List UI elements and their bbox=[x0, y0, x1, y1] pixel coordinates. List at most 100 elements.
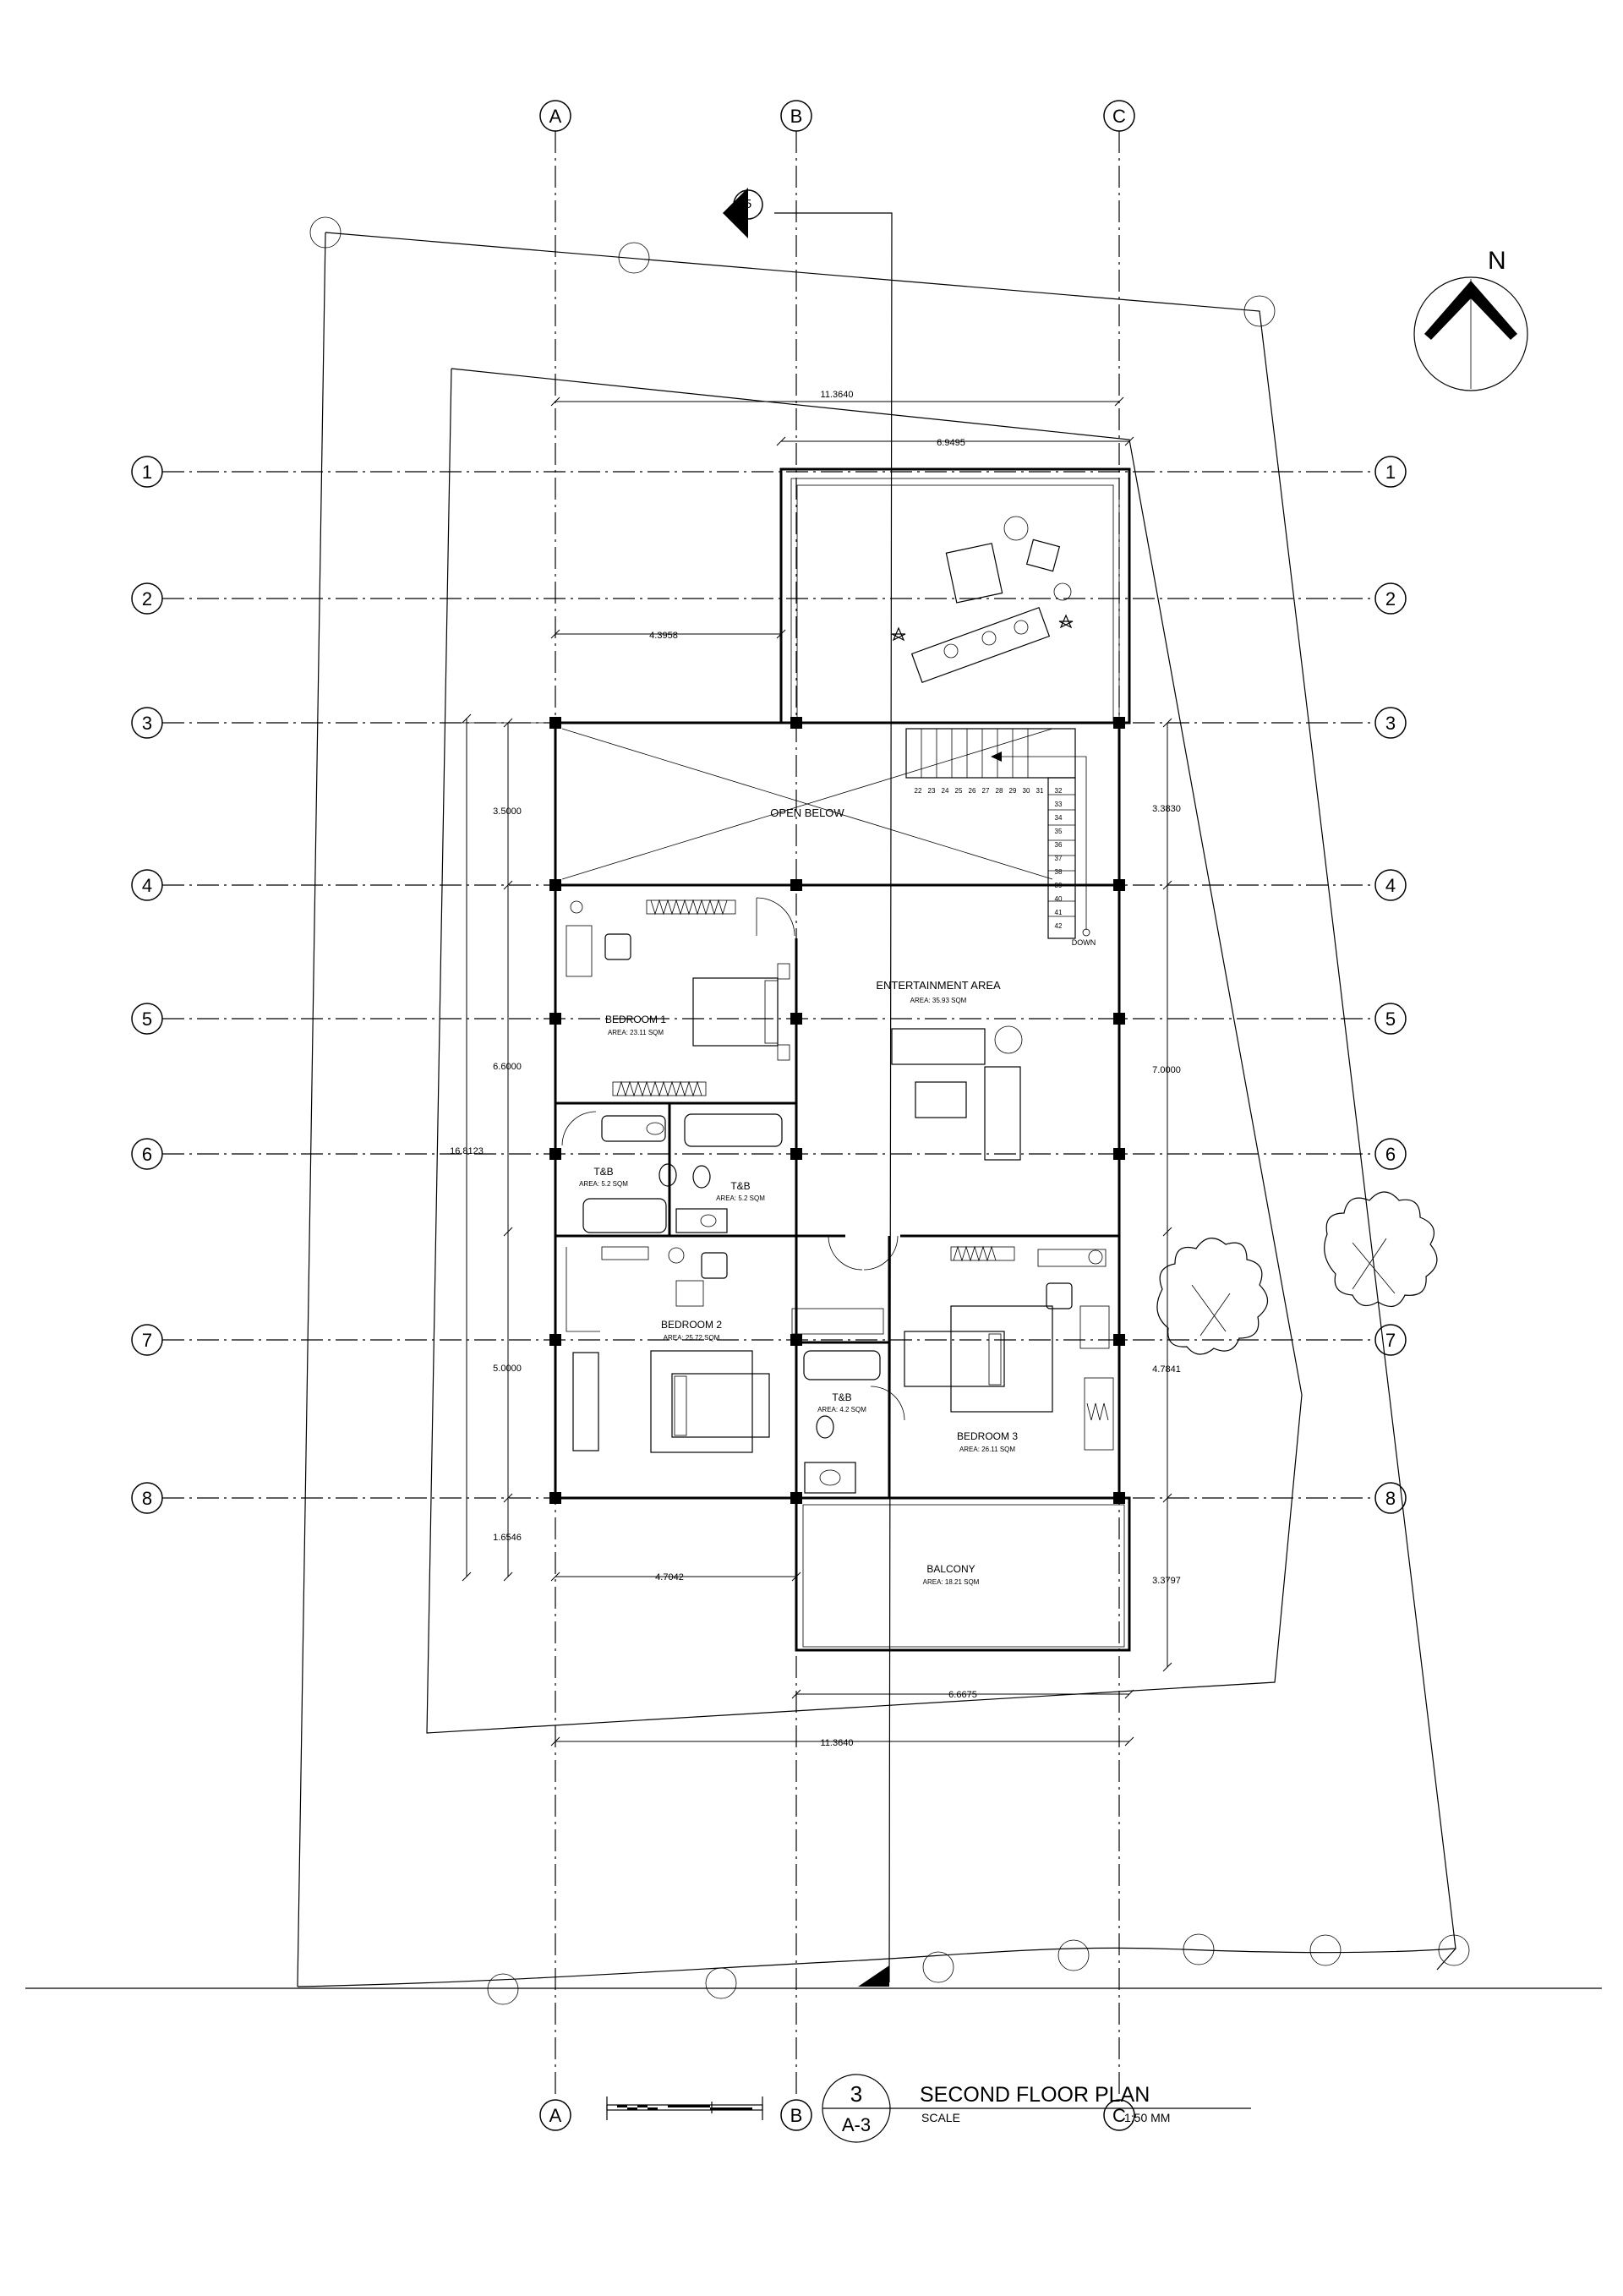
grid-bubble-b-bottom: B bbox=[780, 2099, 812, 2131]
scale-value: 1:50 MM bbox=[1124, 2111, 1170, 2124]
grid-bubble-c-top: C bbox=[1103, 100, 1135, 132]
grid-bubble-1-right: 1 bbox=[1374, 456, 1407, 488]
grid-bubble-7-left: 7 bbox=[131, 1324, 163, 1356]
bedroom1-size: AREA: 23.11 SQM bbox=[608, 1029, 664, 1036]
svg-text:11.3640: 11.3640 bbox=[821, 390, 854, 400]
grid-bubble-4-left: 4 bbox=[131, 869, 163, 901]
svg-text:41: 41 bbox=[1055, 909, 1063, 916]
bedroom2-size: AREA: 25.72 SQM bbox=[664, 1334, 720, 1342]
svg-text:36: 36 bbox=[1055, 841, 1063, 849]
grid-bubble-4-right: 4 bbox=[1374, 869, 1407, 901]
svg-text:C: C bbox=[1112, 106, 1126, 127]
dimension-lines: 11.3640 6.9495 4.3958 3.5000 6.6000 5.00… bbox=[450, 390, 1181, 1748]
svg-text:5: 5 bbox=[1385, 1009, 1396, 1030]
svg-text:6.6000: 6.6000 bbox=[493, 1062, 522, 1072]
entertainment-area-size: AREA: 35.93 SQM bbox=[910, 997, 967, 1004]
svg-text:OPEN BELOW: OPEN BELOW bbox=[770, 806, 844, 819]
svg-text:27: 27 bbox=[982, 787, 990, 795]
svg-text:1: 1 bbox=[142, 462, 152, 483]
svg-text:11.3640: 11.3640 bbox=[821, 1738, 854, 1748]
tree-icon bbox=[1156, 1238, 1269, 1355]
bedroom2-label: BEDROOM 2 bbox=[661, 1319, 722, 1331]
bedroom3-label: BEDROOM 3 bbox=[957, 1430, 1018, 1442]
grid-bubble-2-right: 2 bbox=[1374, 582, 1407, 615]
bedroom3-size: AREA: 26.11 SQM bbox=[959, 1446, 1015, 1453]
svg-text:1.6546: 1.6546 bbox=[493, 1533, 522, 1543]
grid-bubble-5-right: 5 bbox=[1374, 1003, 1407, 1035]
svg-text:6.9495: 6.9495 bbox=[937, 438, 965, 448]
grid-bubble-8-left: 8 bbox=[131, 1482, 163, 1514]
balcony-size: AREA: 18.21 SQM bbox=[923, 1578, 980, 1586]
interior-walls bbox=[555, 938, 1131, 1652]
grid-bubble-7-right: 7 bbox=[1374, 1324, 1407, 1356]
grid-bubble-a-top: A bbox=[539, 100, 571, 132]
bedroom2-furniture bbox=[566, 1246, 884, 1453]
svg-text:24: 24 bbox=[942, 787, 949, 795]
tb3-size: AREA: 4.2 SQM bbox=[817, 1406, 866, 1413]
bedroom1-furniture bbox=[566, 899, 790, 1097]
roof-deck bbox=[779, 467, 1131, 724]
svg-text:6.6675: 6.6675 bbox=[948, 1690, 977, 1700]
grid-bubble-3-right: 3 bbox=[1374, 707, 1407, 739]
svg-text:5: 5 bbox=[745, 197, 751, 211]
tb2-label: T&B bbox=[730, 1180, 750, 1192]
svg-text:8: 8 bbox=[1385, 1488, 1396, 1509]
stair: DOWN 22 23 24 25 26 27 28 29 30 31 32 33… bbox=[905, 728, 1096, 947]
structural-columns bbox=[549, 717, 1125, 1504]
bedroom3-furniture bbox=[904, 1245, 1114, 1451]
grid-bubble-3-left: 3 bbox=[131, 707, 163, 739]
bedroom1-label: BEDROOM 1 bbox=[605, 1014, 666, 1025]
tree-icon bbox=[1324, 1191, 1438, 1308]
grid-bubble-1-left: 1 bbox=[131, 456, 163, 488]
drawing-title-block: 3 A-3 SECOND FLOOR PLAN SCALE 1:50 MM bbox=[822, 2074, 1251, 2143]
svg-text:25: 25 bbox=[955, 787, 963, 795]
svg-text:3: 3 bbox=[142, 713, 152, 734]
svg-text:A: A bbox=[549, 106, 562, 127]
svg-text:22: 22 bbox=[915, 787, 922, 795]
svg-text:31: 31 bbox=[1036, 787, 1044, 795]
svg-text:B: B bbox=[790, 106, 803, 127]
svg-text:4.7042: 4.7042 bbox=[655, 1572, 684, 1583]
svg-text:5: 5 bbox=[142, 1009, 152, 1030]
entertainment-area-label: ENTERTAINMENT AREA bbox=[876, 979, 1001, 992]
grid-bubble-6-left: 6 bbox=[131, 1138, 163, 1170]
grid-bubble-6-right: 6 bbox=[1374, 1138, 1407, 1170]
svg-text:C: C bbox=[1112, 2105, 1126, 2126]
section-cut-marker: 5 bbox=[723, 188, 893, 1987]
svg-text:N: N bbox=[1488, 247, 1506, 275]
svg-text:2: 2 bbox=[142, 588, 152, 610]
drawing-number: 3 bbox=[850, 2081, 862, 2107]
svg-text:35: 35 bbox=[1055, 828, 1063, 835]
svg-text:5.0000: 5.0000 bbox=[493, 1364, 522, 1374]
graphic-scale-bar bbox=[606, 2096, 763, 2120]
tb3-label: T&B bbox=[832, 1391, 851, 1403]
grid-bubble-8-right: 8 bbox=[1374, 1482, 1407, 1514]
tb1-size: AREA: 5.2 SQM bbox=[579, 1180, 628, 1188]
svg-text:A: A bbox=[549, 2105, 562, 2126]
svg-text:3: 3 bbox=[1385, 713, 1396, 734]
svg-text:4: 4 bbox=[142, 875, 152, 896]
scale-label: SCALE bbox=[921, 2111, 960, 2124]
svg-text:DOWN: DOWN bbox=[1072, 938, 1096, 947]
drawing-title: SECOND FLOOR PLAN bbox=[920, 2083, 1150, 2107]
exterior-walls bbox=[455, 721, 1121, 1500]
door-swings bbox=[561, 897, 905, 1421]
svg-text:6: 6 bbox=[1385, 1144, 1396, 1165]
svg-text:29: 29 bbox=[1009, 787, 1017, 795]
grid-bubble-5-left: 5 bbox=[131, 1003, 163, 1035]
svg-text:42: 42 bbox=[1055, 922, 1063, 930]
svg-text:37: 37 bbox=[1055, 855, 1063, 862]
balcony-label: BALCONY bbox=[926, 1563, 975, 1575]
svg-text:B: B bbox=[790, 2105, 803, 2126]
svg-text:3.5000: 3.5000 bbox=[493, 806, 522, 817]
tb1-label: T&B bbox=[593, 1166, 613, 1178]
svg-text:34: 34 bbox=[1055, 814, 1063, 822]
svg-text:39: 39 bbox=[1055, 882, 1063, 889]
grid-bubble-c-bottom: C bbox=[1103, 2099, 1135, 2131]
tb2-size: AREA: 5.2 SQM bbox=[716, 1194, 765, 1202]
svg-text:32: 32 bbox=[1055, 787, 1063, 795]
svg-text:7.0000: 7.0000 bbox=[1152, 1065, 1181, 1075]
svg-text:23: 23 bbox=[928, 787, 936, 795]
svg-text:3.3797: 3.3797 bbox=[1152, 1576, 1181, 1586]
room-labels: ENTERTAINMENT AREA AREA: 35.93 SQM BEDRO… bbox=[579, 979, 1018, 1586]
